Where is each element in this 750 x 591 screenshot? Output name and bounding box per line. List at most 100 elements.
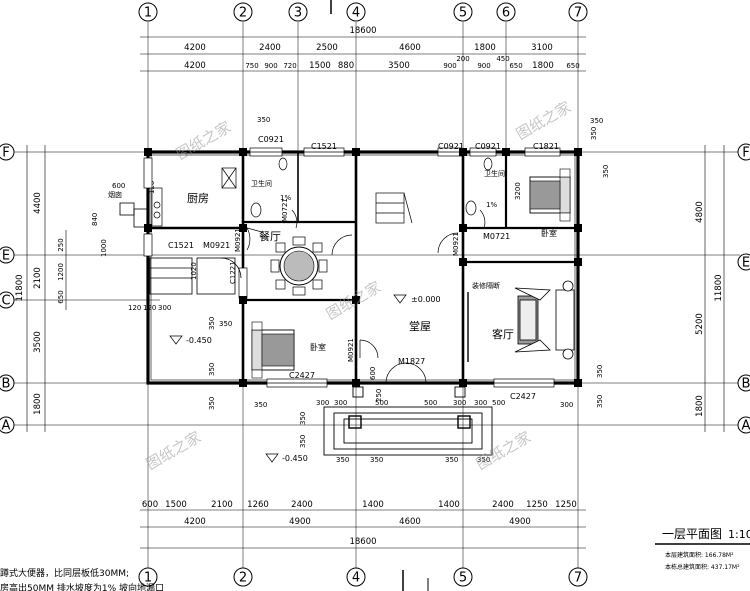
grid-bubble-right-A: A (737, 416, 750, 434)
dim-local: 350 (208, 363, 216, 376)
dim-top-r2: 4200 (184, 61, 206, 71)
opening-code: C1821 (533, 142, 559, 151)
bottom-grid-bubbles: 1 2 4 5 7 (138, 567, 588, 587)
dim-local: 350 (219, 320, 232, 328)
dim-bottom-r1: 1500 (165, 500, 187, 510)
dim-top-r1: 2400 (259, 43, 281, 53)
opening-code: M0721 (483, 232, 510, 241)
dim-bottom-r1: 1400 (362, 500, 384, 510)
dim-bottom-r1: 2100 (211, 500, 233, 510)
dim-left-total: 11800 (15, 274, 25, 301)
columns (144, 148, 582, 387)
dim-local: 1000 (100, 239, 108, 257)
dim-left: 1800 (33, 393, 43, 415)
dim-right: 1800 (695, 395, 705, 417)
grid-label: F (2, 146, 9, 161)
grid-bubble-1: 1 (138, 2, 158, 22)
grid-bubble-b4: 4 (346, 567, 366, 587)
dim-local: 350 (208, 397, 216, 410)
grid-label: 2 (239, 6, 247, 21)
grid-label: E (742, 256, 750, 271)
opening-code: C1521 (168, 241, 194, 250)
dim-top-r2: 450 (496, 55, 509, 63)
partition-label: 装修隔断 (472, 281, 500, 290)
grid-bubble-4: 4 (346, 2, 366, 22)
dim-top-r1: 4600 (399, 43, 421, 53)
top-dimension-lines (140, 36, 586, 72)
dim-top-r2: 900 (264, 62, 277, 70)
level-marks: ±0.000 -0.450 -0.450 1% 1% (169, 194, 497, 463)
dim-left: 3500 (33, 331, 43, 353)
grid-label: 4 (352, 6, 360, 21)
dim-bottom-r2: 4600 (399, 517, 421, 527)
grid-bubble-right-E: E (737, 253, 750, 271)
grid-label: A (2, 419, 11, 434)
level-zero: ±0.000 (411, 295, 441, 304)
dim-bottom-r2: 4900 (509, 517, 531, 527)
dim-local: 120 (128, 304, 141, 312)
grid-bubble-left-B: B (0, 374, 15, 392)
opening-code: M0921 (203, 241, 230, 250)
dim-top-total: 18600 (349, 26, 376, 36)
left-annex (119, 202, 242, 295)
opening-labels: C0921 C1521 C0921 C0921 C1821 M0721 M072… (168, 135, 559, 401)
dim-local: 300 (474, 399, 487, 407)
dim-left-2: 1200 (57, 263, 65, 281)
windows (143, 147, 561, 388)
dim-top-r2: 1500 (309, 61, 331, 71)
grid-label: 7 (574, 571, 582, 586)
left-grid-bubbles: F E C B A (0, 143, 15, 434)
grid-bubble-5: 5 (453, 2, 473, 22)
grid-bubble-left-E: E (0, 246, 15, 264)
grid-label: E (2, 249, 10, 264)
dim-top-r1: 1800 (474, 43, 496, 53)
room-label-hall: 堂屋 (409, 320, 431, 333)
dim-local: 600 (369, 367, 377, 380)
level-neg-a: -0.450 (186, 336, 212, 345)
opening-code: C1521 (311, 142, 337, 151)
opening-code: M0921 (234, 228, 242, 252)
dim-local: 300 (560, 401, 573, 409)
dim-local: 350 (445, 456, 458, 464)
dim-bottom-total: 18600 (349, 537, 376, 547)
dim-bottom-r1: 1400 (438, 500, 460, 510)
dim-left: 2100 (33, 267, 43, 289)
dim-local: 300 (316, 399, 329, 407)
grid-label: B (2, 377, 11, 392)
dim-bottom-r1: 1250 (555, 500, 577, 510)
dim-left: 4400 (33, 192, 43, 214)
dim-local: 250 (375, 389, 383, 402)
slope-left: 1% (280, 194, 291, 202)
dim-local: 350 (602, 165, 610, 178)
grid-bubble-left-F: F (0, 143, 15, 161)
drawing-title: 一层平面图 (662, 527, 722, 541)
opening-code: M1827 (398, 357, 425, 366)
dim-local: 350 (254, 401, 267, 409)
opening-code: M0921 (452, 232, 460, 256)
sofa-set-icon (514, 280, 575, 360)
dim-right: 4800 (695, 201, 705, 223)
dim-local: 120 (143, 304, 156, 312)
grid-label: 2 (239, 571, 247, 586)
bed-right-icon (529, 168, 571, 222)
grid-label: 5 (459, 6, 467, 21)
opening-code: M0721 (281, 198, 289, 222)
grid-label: 3 (294, 6, 302, 21)
drawing-scale: 1:10 (728, 528, 750, 541)
watermark-text: 图纸之家 (143, 428, 204, 474)
note-line-2: 房高出50MM 排水坡度为1% 坡向地漏口 (0, 582, 164, 591)
dim-right: 5200 (695, 313, 705, 335)
area-floor: 本层建筑面积: 166.78M² (665, 551, 734, 559)
dim-local: 300 (158, 304, 171, 312)
dim-bottom-r1: 2400 (291, 500, 313, 510)
dim-top-r2: 650 (509, 62, 522, 70)
bottom-dimension-lines (140, 509, 586, 549)
note-line-1: 蹲式大便器，比同层板低30MM; (0, 567, 129, 579)
grid-label: C (1, 294, 10, 309)
dim-bottom-r1: 2400 (492, 500, 514, 510)
dim-local: 350 (370, 456, 383, 464)
dim-local: 500 (492, 399, 505, 407)
grid-label: F (742, 146, 749, 161)
porch (323, 386, 493, 456)
title-block: 一层平面图 1:10 本层建筑面积: 166.78M² 本栋总建筑面积: 437… (655, 527, 750, 571)
